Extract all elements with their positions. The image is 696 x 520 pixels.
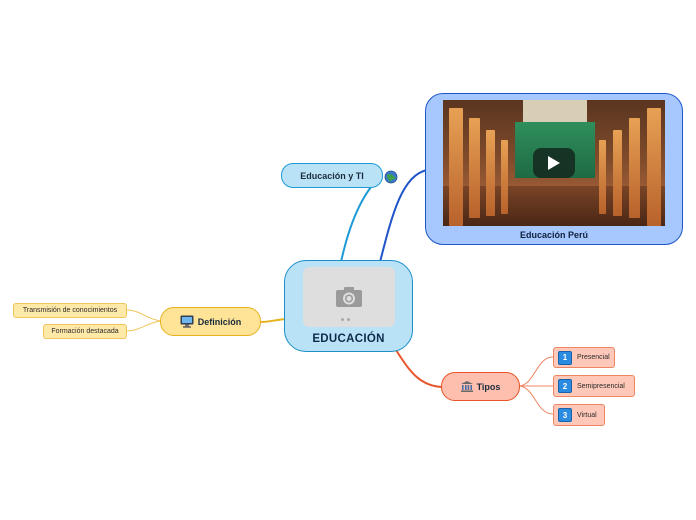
node-tipos-label: Tipos (476, 381, 501, 392)
definicion-child[interactable]: Transmisión de conocimientos (13, 303, 127, 318)
link-tipo-3 (518, 385, 554, 415)
desk (613, 130, 622, 216)
desk (469, 118, 480, 218)
definicion-child-label: Formación destacada (51, 328, 119, 335)
central-title: EDUCACIÓN (312, 333, 385, 345)
classroom-floor (443, 186, 665, 226)
node-definicion-label: Definición (197, 316, 242, 327)
video-thumbnail[interactable] (443, 100, 665, 226)
video-node[interactable]: Educación Perú (425, 93, 683, 245)
tipo-child[interactable]: 3 Virtual (553, 404, 605, 426)
link-tipos (395, 349, 443, 388)
tipo-child-label: Semipresencial (577, 382, 625, 390)
play-icon (548, 156, 560, 170)
camera-icon (335, 287, 362, 307)
number-3-icon: 3 (558, 408, 572, 422)
desk (486, 130, 495, 216)
classroom-wall (523, 100, 587, 124)
link-education-ti (340, 175, 382, 263)
desk (449, 108, 463, 226)
computer-icon (180, 315, 194, 328)
link-def-1 (126, 309, 163, 322)
definicion-child-label: Transmisión de conocimientos (22, 307, 118, 314)
link-definicion (260, 318, 287, 323)
number-2-icon: 2 (558, 379, 572, 393)
desk (599, 140, 606, 214)
video-caption: Educación Perú (519, 230, 589, 240)
link-tipo-1 (518, 356, 554, 387)
desk (647, 108, 661, 226)
tipo-child-label: Presencial (577, 354, 610, 361)
definicion-child[interactable]: Formación destacada (43, 324, 127, 339)
image-placeholder (302, 267, 395, 327)
central-node[interactable]: EDUCACIÓN (284, 260, 413, 352)
link-def-2 (126, 320, 163, 332)
node-tipos[interactable]: Tipos (441, 372, 520, 401)
tipo-child[interactable]: 2 Semipresencial (553, 375, 635, 397)
node-definicion[interactable]: Definición (160, 307, 261, 336)
desk (629, 118, 640, 218)
image-pager-dots (340, 318, 350, 321)
node-education-ti[interactable]: Educación y TI (281, 163, 383, 188)
desk (501, 140, 508, 214)
play-button[interactable] (533, 148, 575, 178)
institution-icon (460, 381, 473, 392)
node-education-ti-label: Educación y TI (300, 170, 364, 181)
globe-icon (384, 170, 398, 184)
tipo-child-label: Virtual (577, 411, 597, 419)
tipo-child[interactable]: 1 Presencial (553, 347, 615, 368)
number-1-icon: 1 (558, 350, 572, 365)
link-video (379, 169, 428, 263)
